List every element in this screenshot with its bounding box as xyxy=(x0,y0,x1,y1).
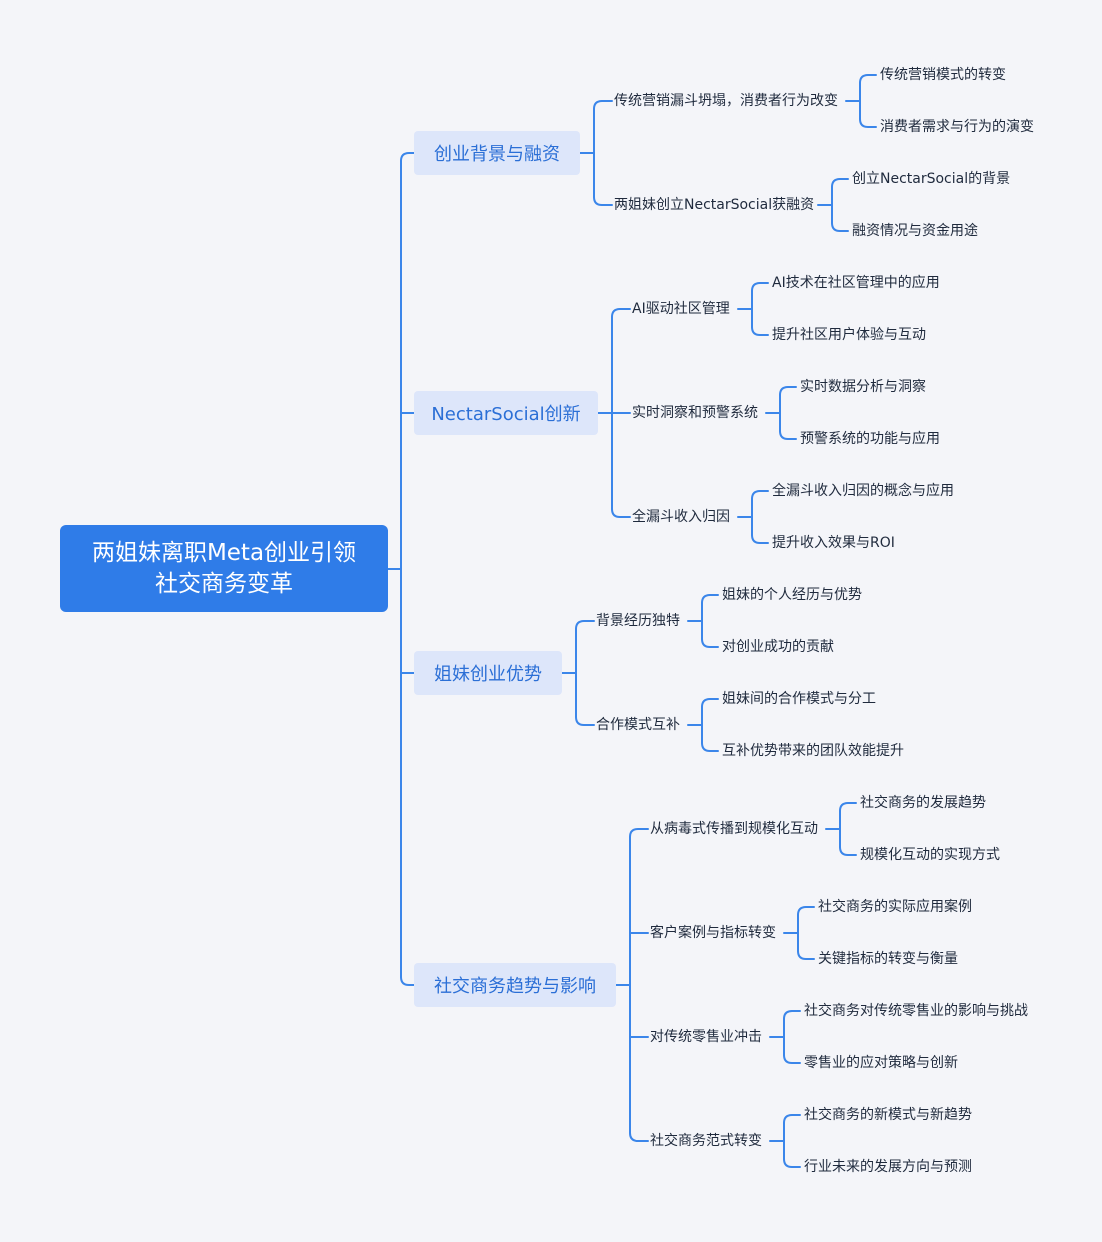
b3c0-link-branch-0 xyxy=(839,802,857,812)
topic-complementary-collaboration[interactable]: 合作模式互补 xyxy=(596,717,680,733)
root-title-line-2: 社交商务变革 xyxy=(154,570,293,597)
b1c2-link-branch-0 xyxy=(751,490,769,500)
b1c0-link-branch-1 xyxy=(751,326,769,336)
b0c1-link-branch-0 xyxy=(831,178,849,188)
b0-link-branch-0 xyxy=(593,100,613,110)
leaf-founding-background[interactable]: 创立NectarSocial的背景 xyxy=(852,171,1011,187)
b2-link-branch-1 xyxy=(575,716,595,726)
leaf-retail-challenges[interactable]: 社交商务对传统零售业的影响与挑战 xyxy=(804,1003,1028,1019)
topic-paradigm-shift[interactable]: 社交商务范式转变 xyxy=(650,1133,762,1149)
leaf-funding-usage[interactable]: 融资情况与资金用途 xyxy=(852,223,978,239)
b0c0-link-branch-0 xyxy=(859,74,877,84)
root-link-branch-3 xyxy=(400,976,415,986)
branch-node-sisters-advantage[interactable]: 姐妹创业优势 xyxy=(414,651,562,695)
topic-marketing-funnel-collapse[interactable]: 传统营销漏斗坍塌，消费者行为改变 xyxy=(614,93,838,109)
leaf-traditional-marketing-shift[interactable]: 传统营销模式的转变 xyxy=(880,67,1006,83)
leaf-development-trend[interactable]: 社交商务的发展趋势 xyxy=(860,795,986,811)
b2c0-link-branch-0 xyxy=(701,594,719,604)
branch-node-nectarsocial-innovation[interactable]: NectarSocial创新 xyxy=(414,391,598,435)
b1-link-branch-0 xyxy=(611,308,631,318)
leaf-key-metrics[interactable]: 关键指标的转变与衡量 xyxy=(818,951,958,967)
b2c1-link-branch-0 xyxy=(701,698,719,708)
root-link-branch-0 xyxy=(400,152,415,162)
leaf-alert-system[interactable]: 预警系统的功能与应用 xyxy=(800,431,940,447)
topic-founding-funding[interactable]: 两姐妹创立NectarSocial获融资 xyxy=(614,197,815,213)
topic-viral-to-scaled[interactable]: 从病毒式传播到规模化互动 xyxy=(650,821,818,837)
branch-node-background-funding[interactable]: 创业背景与融资 xyxy=(414,131,580,175)
leaf-application-cases[interactable]: 社交商务的实际应用案例 xyxy=(818,899,972,915)
b1c0-link-branch-0 xyxy=(751,282,769,292)
topic-retail-impact[interactable]: 对传统零售业冲击 xyxy=(650,1029,762,1045)
leaf-future-direction[interactable]: 行业未来的发展方向与预测 xyxy=(804,1159,972,1175)
leaf-success-contribution[interactable]: 对创业成功的贡献 xyxy=(722,639,834,655)
root-node[interactable]: 两姐妹离职Meta创业引领 社交商务变革 xyxy=(60,525,388,612)
leaf-attribution-concept[interactable]: 全漏斗收入归因的概念与应用 xyxy=(772,483,954,499)
topic-realtime-insight-alerts[interactable]: 实时洞察和预警系统 xyxy=(632,405,758,421)
b0c0-link-branch-1 xyxy=(859,118,877,128)
b1-link-branch-2 xyxy=(611,508,631,518)
leaf-user-experience[interactable]: 提升社区用户体验与互动 xyxy=(772,327,926,343)
b3c3-link-branch-0 xyxy=(783,1114,801,1124)
topic-unique-background[interactable]: 背景经历独特 xyxy=(596,613,680,629)
b1c2-link-branch-1 xyxy=(751,534,769,544)
b2c1-link-branch-1 xyxy=(701,742,719,752)
leaf-consumer-behavior-evolution[interactable]: 消费者需求与行为的演变 xyxy=(880,119,1034,135)
b2-link-branch-0 xyxy=(575,620,595,630)
topic-full-funnel-attribution[interactable]: 全漏斗收入归因 xyxy=(632,509,730,525)
leaf-personal-experience[interactable]: 姐妹的个人经历与优势 xyxy=(722,587,862,603)
b1c1-link-branch-0 xyxy=(779,386,797,396)
leaf-scaled-interaction[interactable]: 规模化互动的实现方式 xyxy=(860,847,1000,863)
leaf-ai-in-community[interactable]: AI技术在社区管理中的应用 xyxy=(772,275,940,291)
topic-customer-cases-metrics[interactable]: 客户案例与指标转变 xyxy=(650,925,776,941)
b3c1-link-branch-1 xyxy=(797,950,815,960)
b3c2-link-branch-1 xyxy=(783,1054,801,1064)
b0c1-link-branch-1 xyxy=(831,222,849,232)
leaf-collaboration-roles[interactable]: 姐妹间的合作模式与分工 xyxy=(722,691,876,707)
leaf-realtime-analysis[interactable]: 实时数据分析与洞察 xyxy=(800,379,926,395)
leaf-revenue-roi[interactable]: 提升收入效果与ROI xyxy=(772,535,895,551)
leaf-team-efficiency[interactable]: 互补优势带来的团队效能提升 xyxy=(722,743,904,759)
branch-node-social-commerce-trends[interactable]: 社交商务趋势与影响 xyxy=(414,963,616,1007)
leaf-new-models[interactable]: 社交商务的新模式与新趋势 xyxy=(804,1107,972,1123)
b3c0-link-branch-1 xyxy=(839,846,857,856)
leaf-retail-strategy[interactable]: 零售业的应对策略与创新 xyxy=(804,1055,958,1071)
b0-link-branch-1 xyxy=(593,196,613,206)
b3-link-branch-3 xyxy=(629,1132,649,1142)
b1c1-link-branch-1 xyxy=(779,430,797,440)
b2c0-link-branch-1 xyxy=(701,638,719,648)
topic-ai-community-management[interactable]: AI驱动社区管理 xyxy=(632,301,730,317)
b3c1-link-branch-0 xyxy=(797,906,815,916)
b3c2-link-branch-0 xyxy=(783,1010,801,1020)
root-title-line-1: 两姐妹离职Meta创业引领 xyxy=(91,539,357,566)
b3c3-link-branch-1 xyxy=(783,1158,801,1168)
b3-link-branch-0 xyxy=(629,828,649,838)
